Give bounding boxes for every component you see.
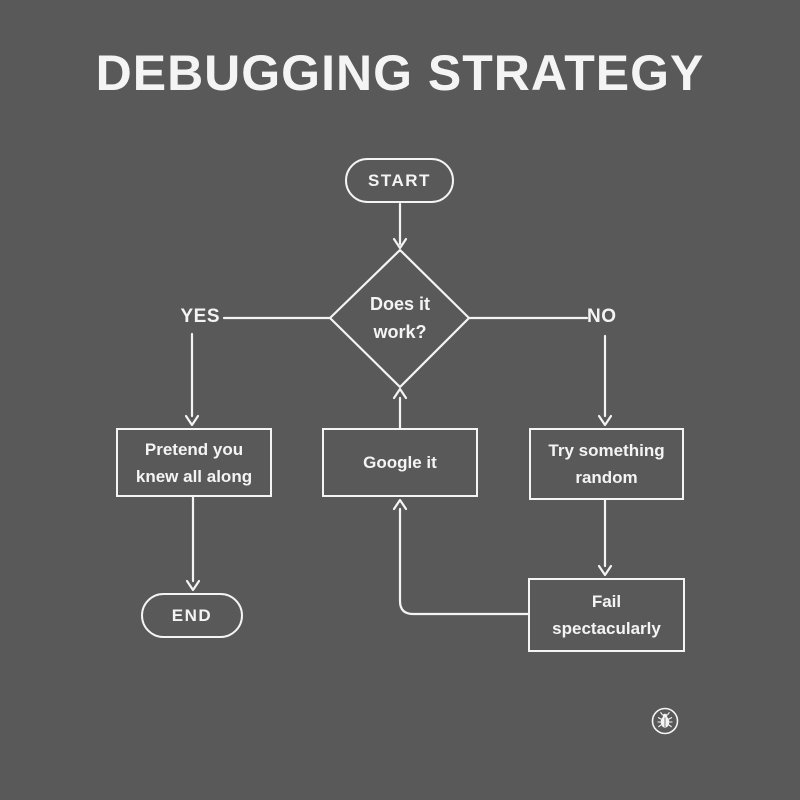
end-label: END <box>171 606 213 625</box>
arrowhead-down-pretend <box>184 414 200 427</box>
pretend-node: Pretend you knew all along <box>116 428 272 497</box>
pretend-line1: Pretend you <box>144 439 244 459</box>
arrowhead-down-random <box>597 414 613 427</box>
bug-logo <box>648 704 682 738</box>
decision-line1: Does it <box>369 294 430 314</box>
google-label: Google it <box>363 453 437 472</box>
end-node: END <box>141 593 243 638</box>
fail-line1: Fail <box>591 592 622 611</box>
pretend-line2: knew all along <box>135 466 253 486</box>
arrowhead-up-google <box>392 498 408 511</box>
no-branch-label: NO <box>587 306 617 327</box>
random-line1: Try something <box>548 441 665 460</box>
bug-antennae-legs <box>657 712 673 728</box>
fail-node: Fail spectacularly <box>528 578 685 652</box>
arrowhead-down-fail <box>597 564 613 577</box>
decision-node-label: Does it work? <box>325 290 475 346</box>
start-label: START <box>368 171 431 190</box>
connector-fail-to-google <box>398 507 530 616</box>
decision-diamond-shape <box>328 248 471 389</box>
random-node: Try something random <box>529 428 684 500</box>
yes-branch-label: YES <box>180 306 220 327</box>
arrowhead-up-decision <box>392 387 408 400</box>
fail-line2: spectacularly <box>552 619 661 638</box>
start-node: START <box>345 158 454 203</box>
page-title: DEBUGGING STRATEGY <box>95 45 705 101</box>
google-node: Google it <box>322 428 478 497</box>
decision-line2: work? <box>373 322 427 342</box>
arrowhead-down-end <box>185 579 201 592</box>
arrowhead-down-decision <box>392 237 408 250</box>
random-line2: random <box>575 468 638 487</box>
bug-icon <box>651 707 679 735</box>
